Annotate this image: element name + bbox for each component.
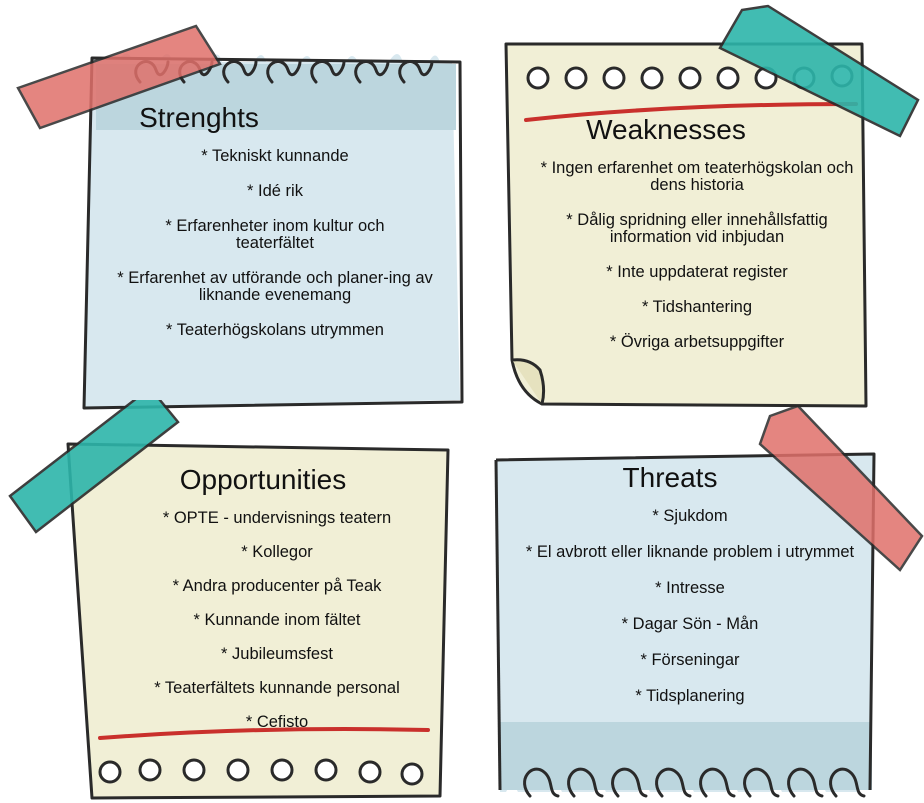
strengths-item: * Idé rik: [247, 182, 303, 200]
opportunities-item: * Jubileumsfest: [221, 645, 333, 663]
opportunities-title: Opportunities: [179, 464, 347, 495]
threats-item: * Intresse: [655, 579, 725, 597]
threats-item: * Tidsplanering: [635, 687, 745, 705]
threats-note: Threats * Sjukdom * El avbrott eller lik…: [470, 400, 924, 803]
weaknesses-item: * Inte uppdaterat register: [606, 263, 788, 281]
threats-item: * El avbrott eller liknande problem i ut…: [525, 543, 855, 561]
strengths-item: * Teaterhögskolans utrymmen: [166, 321, 384, 339]
strengths-tape-red: [16, 24, 222, 130]
opportunities-item: * OPTE - undervisnings teatern: [162, 509, 392, 527]
strengths-list: * Tekniskt kunnande * Idé rik * Erfarenh…: [110, 148, 440, 339]
opportunities-tape-teal: [8, 400, 180, 534]
opportunities-item: * Kollegor: [241, 543, 313, 561]
weaknesses-item: * Dålig spridning eller innehållsfattig …: [566, 211, 828, 246]
opportunities-note: Opportunities * OPTE - undervisnings tea…: [0, 400, 470, 803]
threats-list: * Sjukdom * El avbrott eller liknande pr…: [520, 508, 860, 705]
threats-item: * Förseningar: [640, 651, 740, 669]
threats-item: * Dagar Sön - Mån: [621, 615, 759, 633]
opportunities-note-shape: [66, 442, 450, 800]
weaknesses-title: Weaknesses: [586, 114, 746, 145]
threats-note-shape: [494, 452, 876, 798]
weaknesses-tape-teal: [718, 4, 920, 138]
opportunities-list: * OPTE - undervisnings teatern * Kollego…: [112, 510, 442, 731]
opportunities-item: * Teaterfältets kunnande personal: [154, 679, 400, 697]
strengths-note-shape: [82, 53, 464, 410]
threats-tape-red: [758, 404, 924, 572]
weaknesses-note: Weaknesses * Ingen erfarenhet om teaterh…: [470, 0, 924, 420]
threats-item: * Sjukdom: [652, 507, 728, 525]
weaknesses-item: * Övriga arbetsuppgifter: [609, 333, 785, 351]
strengths-item: * Erfarenhet av utförande och planer-ing…: [117, 269, 433, 304]
weaknesses-item: * Ingen erfarenhet om teaterhögskolan oc…: [540, 159, 854, 194]
opportunities-item: * Cefisto: [245, 713, 309, 731]
weaknesses-note-shape: [504, 42, 868, 408]
strengths-title: Strenghts: [139, 102, 259, 133]
opportunities-item: * Andra producenter på Teak: [172, 577, 382, 595]
opportunities-item: * Kunnande inom fältet: [193, 611, 361, 629]
weaknesses-list: * Ingen erfarenhet om teaterhögskolan oc…: [532, 160, 862, 351]
weaknesses-item: * Tidshantering: [641, 298, 753, 316]
threats-title: Threats: [622, 462, 718, 493]
strengths-item: * Tekniskt kunnande: [201, 147, 349, 165]
strengths-item: * Erfarenheter inom kultur och teaterfäl…: [165, 217, 385, 252]
strengths-note: Strenghts * Tekniskt kunnande * Idé rik …: [0, 0, 470, 420]
